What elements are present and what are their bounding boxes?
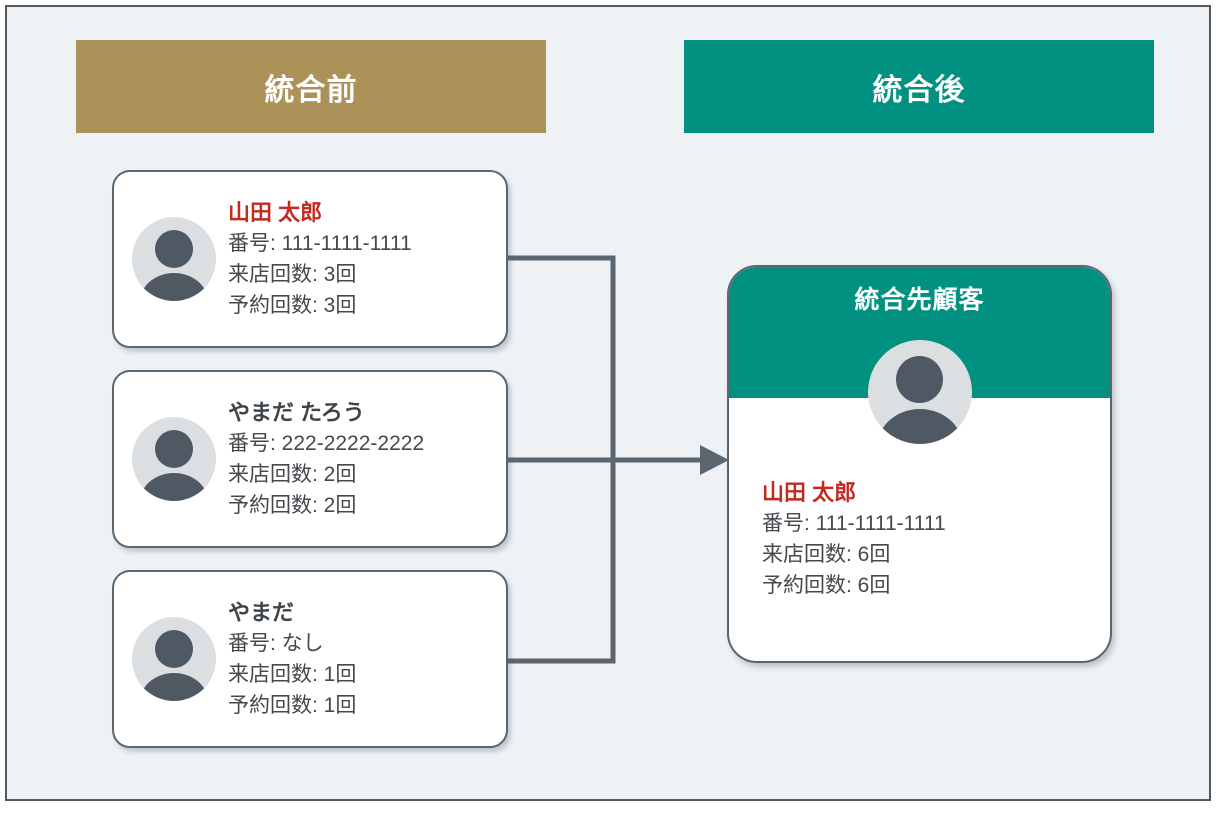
customer-number: 番号: 111-1111-1111 bbox=[228, 232, 412, 255]
customer-card-before-1[interactable]: 山田 太郎 番号: 111-1111-1111 来店回数: 3回 予約回数: 3… bbox=[112, 170, 508, 348]
customer-name: やまだ bbox=[228, 600, 295, 625]
avatar bbox=[132, 617, 216, 701]
customer-visit-count: 来店回数: 3回 bbox=[228, 263, 357, 286]
customer-details: 山田 太郎 番号: 111-1111-1111 来店回数: 3回 予約回数: 3… bbox=[228, 197, 506, 321]
avatar bbox=[132, 217, 216, 301]
customer-number: 番号: 111-1111-1111 bbox=[762, 512, 946, 535]
customer-reservation-count: 予約回数: 1回 bbox=[228, 694, 357, 717]
customer-reservation-count: 予約回数: 2回 bbox=[228, 494, 357, 517]
person-avatar-icon bbox=[132, 217, 216, 301]
person-avatar-icon bbox=[132, 617, 216, 701]
customer-visit-count: 来店回数: 1回 bbox=[228, 663, 357, 686]
customer-details: やまだ たろう 番号: 222-2222-2222 来店回数: 2回 予約回数:… bbox=[228, 397, 506, 521]
customer-number: 番号: 222-2222-2222 bbox=[228, 432, 425, 455]
person-avatar-icon bbox=[867, 340, 972, 444]
avatar-head bbox=[896, 356, 943, 403]
avatar-body bbox=[140, 673, 208, 701]
customer-number: 番号: なし bbox=[228, 632, 324, 655]
customer-reservation-count: 予約回数: 3回 bbox=[228, 294, 357, 317]
customer-name: やまだ たろう bbox=[228, 400, 365, 425]
avatar-head bbox=[155, 430, 193, 468]
customer-visit-count: 来店回数: 2回 bbox=[228, 463, 357, 486]
avatar-head bbox=[155, 230, 193, 268]
person-avatar-icon bbox=[132, 417, 216, 501]
merged-card-title: 統合先顧客 bbox=[854, 286, 985, 314]
section-header-before: 統合前 bbox=[76, 40, 546, 133]
section-header-after: 統合後 bbox=[684, 40, 1154, 133]
customer-card-before-3[interactable]: やまだ 番号: なし 来店回数: 1回 予約回数: 1回 bbox=[112, 570, 508, 748]
avatar-body bbox=[877, 409, 962, 444]
customer-details: やまだ 番号: なし 来店回数: 1回 予約回数: 1回 bbox=[228, 597, 506, 721]
merged-customer-details: 山田 太郎 番号: 111-1111-1111 来店回数: 6回 予約回数: 6… bbox=[762, 477, 946, 601]
customer-name: 山田 太郎 bbox=[228, 200, 323, 225]
avatar-body bbox=[140, 273, 208, 301]
avatar-head bbox=[155, 630, 193, 668]
avatar bbox=[867, 340, 972, 444]
customer-name: 山田 太郎 bbox=[762, 480, 857, 505]
customer-reservation-count: 予約回数: 6回 bbox=[762, 574, 891, 597]
customer-card-before-2[interactable]: やまだ たろう 番号: 222-2222-2222 来店回数: 2回 予約回数:… bbox=[112, 370, 508, 548]
avatar-body bbox=[140, 473, 208, 501]
customer-visit-count: 来店回数: 6回 bbox=[762, 543, 891, 566]
avatar bbox=[132, 417, 216, 501]
customer-card-after-merged[interactable]: 統合先顧客 山田 太郎 番号: 111-1111-1111 来店回数: 6回 予… bbox=[727, 265, 1112, 663]
